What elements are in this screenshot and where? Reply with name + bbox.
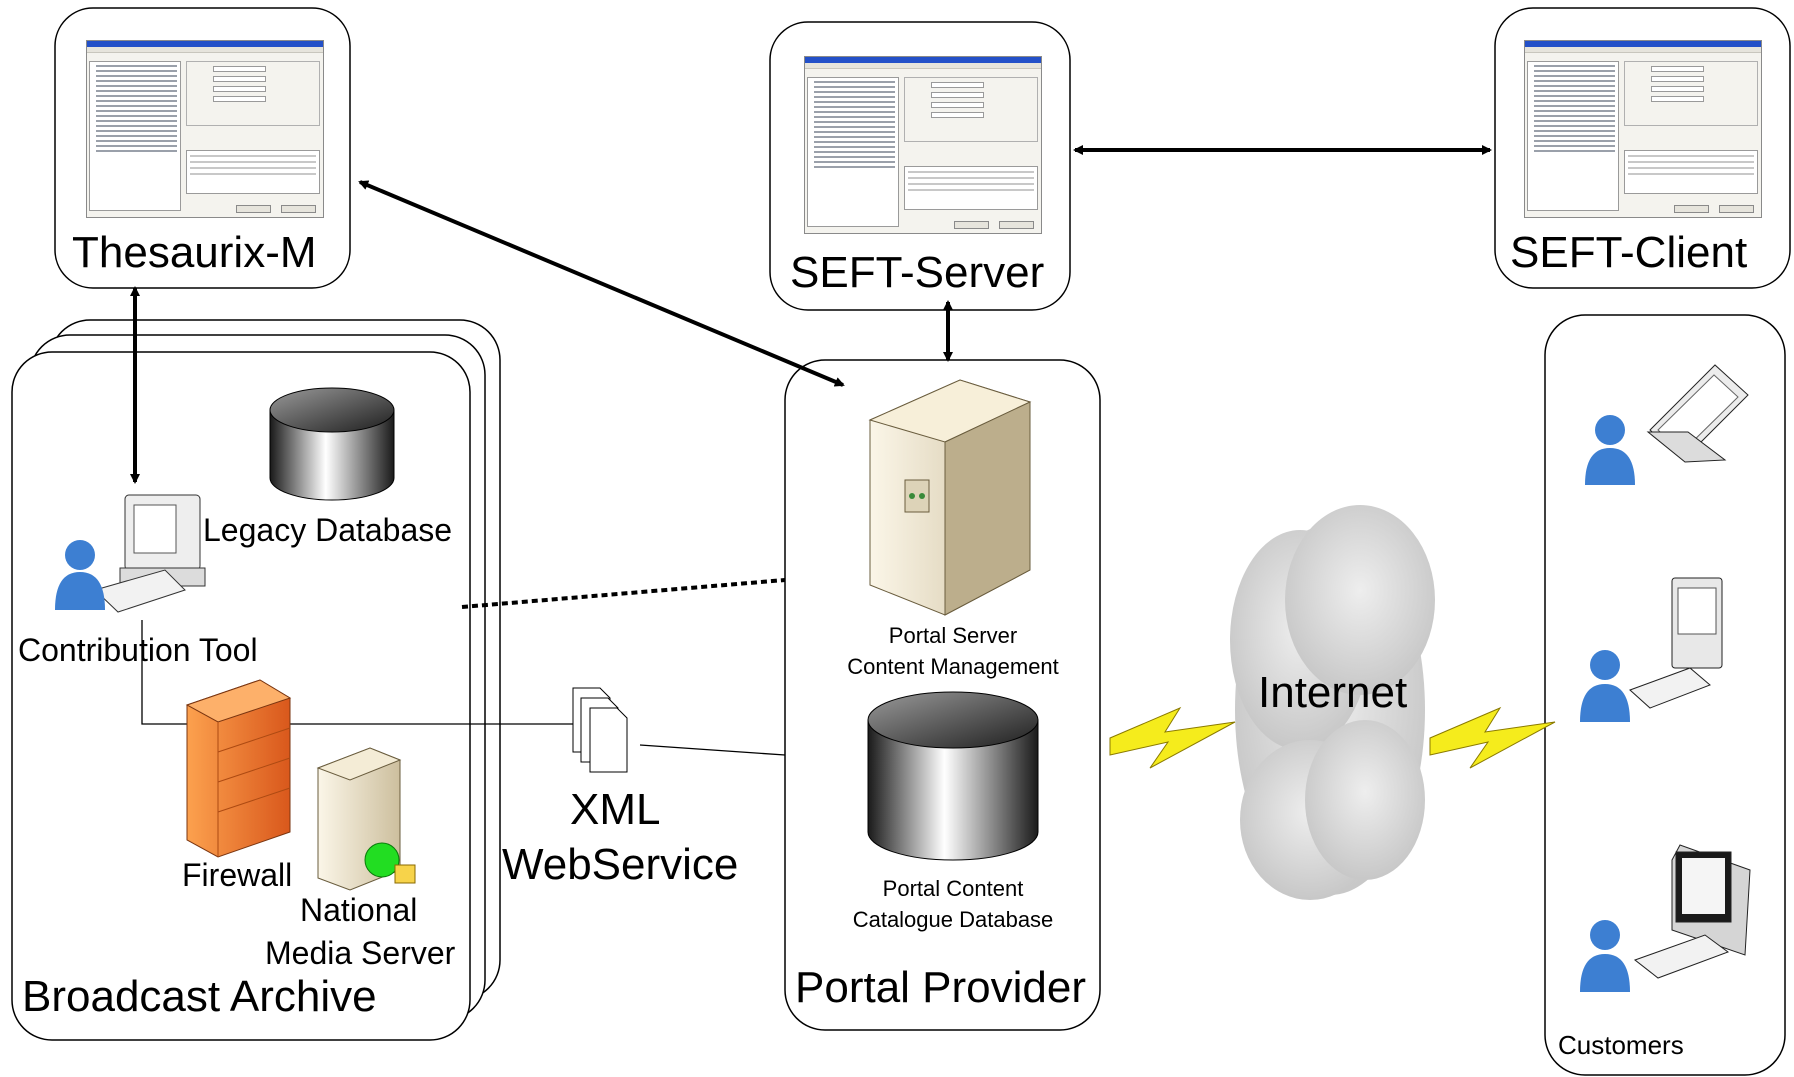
portal-server-label-line1: Portal Server <box>888 623 1018 648</box>
desktop-customer-icon <box>1580 577 1723 722</box>
xml-label-line2: WebService <box>502 840 739 889</box>
broadcast-archive-label: Broadcast Archive <box>22 972 377 1021</box>
tower-server-icon <box>868 379 1032 616</box>
portal-server-label-line2: Content Management <box>847 654 1059 679</box>
media-server-icon <box>316 747 416 891</box>
lightning-icon <box>1109 706 1556 769</box>
portal-content-label: Portal Content Catalogue Database <box>842 873 1064 935</box>
internet-label: Internet <box>1258 668 1408 717</box>
cloud-icon <box>1230 505 1435 900</box>
seft-client-app-screenshot <box>1524 40 1762 218</box>
customers-label: Customers <box>1558 1030 1684 1060</box>
connectors <box>130 145 1492 756</box>
portal-content-label-line2: Catalogue Database <box>852 907 1054 932</box>
arrow-thesaurix-portal <box>358 180 845 387</box>
broadcast-archive-frame <box>11 319 501 1041</box>
line-contribution-firewall <box>141 620 590 725</box>
contribution-workstation-icon <box>55 494 206 613</box>
national-media-label-line2: Media Server <box>265 935 456 971</box>
portal-content-database-cylinder <box>867 691 1039 861</box>
portal-content-label-line1: Portal Content <box>882 876 1024 901</box>
national-media-label-line1: National <box>300 892 418 928</box>
seft-server-app-screenshot <box>804 56 1042 234</box>
thesaurix-app-screenshot <box>86 40 324 218</box>
seft-client-label: SEFT-Client <box>1510 228 1748 277</box>
thesaurix-label: Thesaurix-M <box>72 228 317 277</box>
legacy-database-cylinder <box>269 387 395 501</box>
firewall-icon <box>185 679 292 858</box>
portal-provider-label: Portal Provider <box>795 963 1087 1012</box>
line-xml-portal <box>639 744 786 756</box>
xml-documents-icon <box>572 687 628 773</box>
contribution-tool-label: Contribution Tool <box>18 632 258 668</box>
seft-server-label: SEFT-Server <box>790 248 1045 297</box>
portal-server-label: Portal Server Content Management <box>842 620 1064 682</box>
dotted-legacy-portal <box>461 578 786 609</box>
firewall-label: Firewall <box>182 857 293 893</box>
legacy-database-label: Legacy Database <box>203 512 453 548</box>
xml-label-line1: XML <box>570 785 661 834</box>
laptop-customer-icon <box>1585 364 1749 485</box>
monitor-customer-icon <box>1580 844 1751 992</box>
